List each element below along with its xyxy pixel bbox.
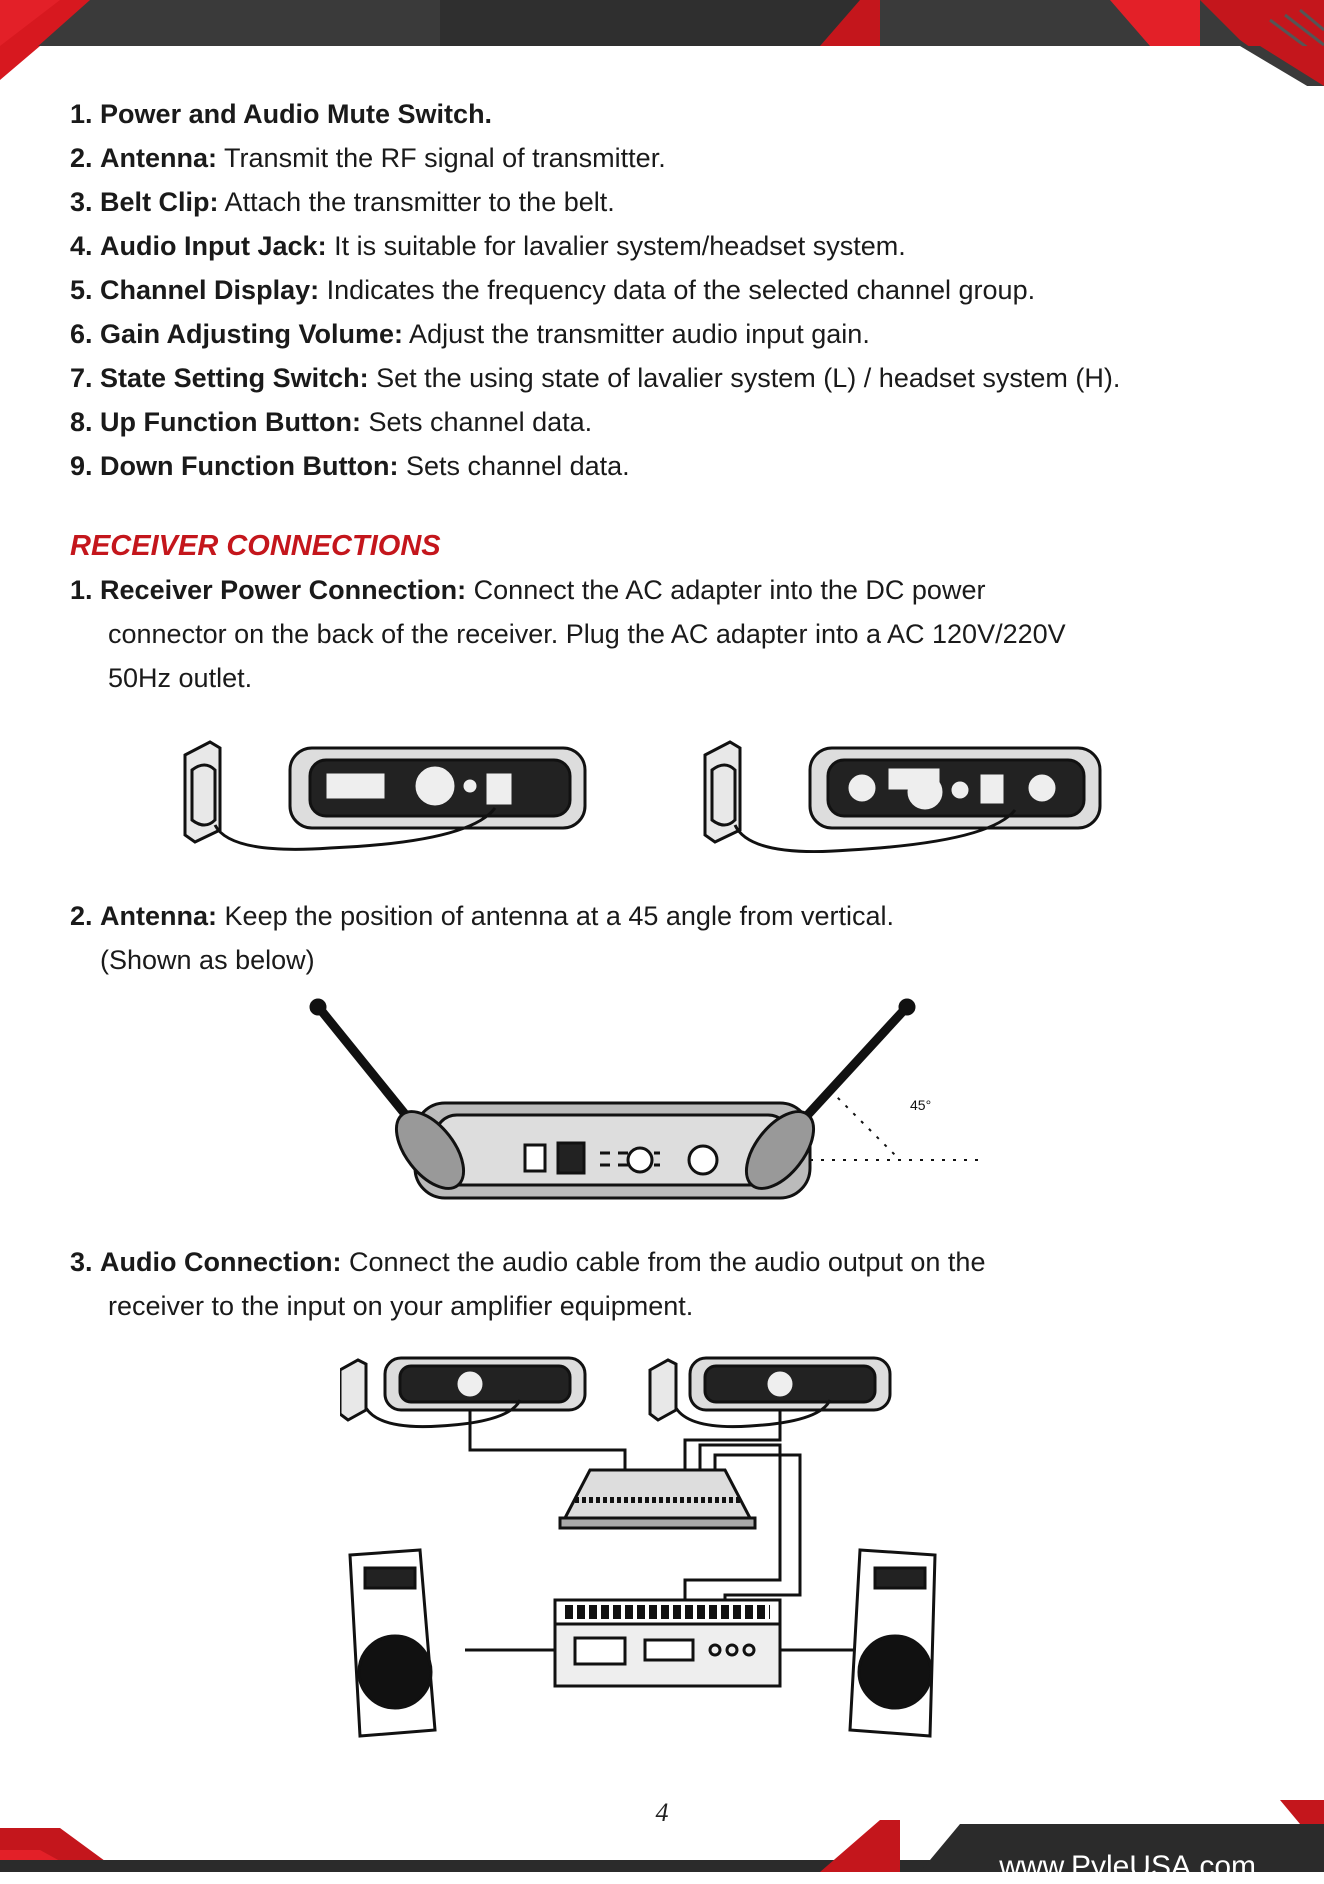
list-item: 7. State Setting Switch: Set the using s… [70, 363, 1121, 393]
list-item: 1. Power and Audio Mute Switch. [70, 99, 493, 129]
audio-connection-instruction: 3. Audio Connection: Connect the audio c… [70, 1247, 986, 1321]
power-connection-illustration [183, 740, 1102, 854]
website-link[interactable]: www.PyleUSA.com [999, 1850, 1256, 1883]
receiver-power-instruction: 1. Receiver Power Connection: Connect th… [70, 575, 1066, 693]
list-item: 9. Down Function Button: Sets channel da… [70, 451, 630, 481]
receiver-power-diagram-left [183, 740, 587, 851]
audio-connection-illustration [340, 1356, 937, 1738]
antenna-instruction: 2. Antenna: Keep the position of antenna… [70, 901, 894, 975]
list-item: 6. Gain Adjusting Volume: Adjust the tra… [70, 319, 870, 349]
list-item: 5. Channel Display: Indicates the freque… [70, 275, 1036, 305]
header-band [0, 0, 1324, 46]
angle-label: 45° [910, 1097, 931, 1113]
manual-content: 1. Power and Audio Mute Switch. 2. Anten… [70, 92, 1310, 700]
section-title: RECEIVER CONNECTIONS [70, 530, 441, 562]
header-corner-accents [0, 46, 1324, 86]
transmitter-parts-list: 1. Power and Audio Mute Switch. 2. Anten… [70, 92, 1310, 488]
page-number: 4 [655, 1798, 669, 1827]
list-item: 2. Antenna: Transmit the RF signal of tr… [70, 143, 666, 173]
list-item: 8. Up Function Button: Sets channel data… [70, 407, 593, 437]
footer-band [0, 1800, 1324, 1872]
list-item: 4. Audio Input Jack: It is suitable for … [70, 231, 906, 261]
receiver-power-diagram-right [703, 740, 1102, 854]
antenna-angle-illustration: 45° [309, 998, 980, 1200]
list-item: 3. Belt Clip: Attach the transmitter to … [70, 187, 615, 217]
